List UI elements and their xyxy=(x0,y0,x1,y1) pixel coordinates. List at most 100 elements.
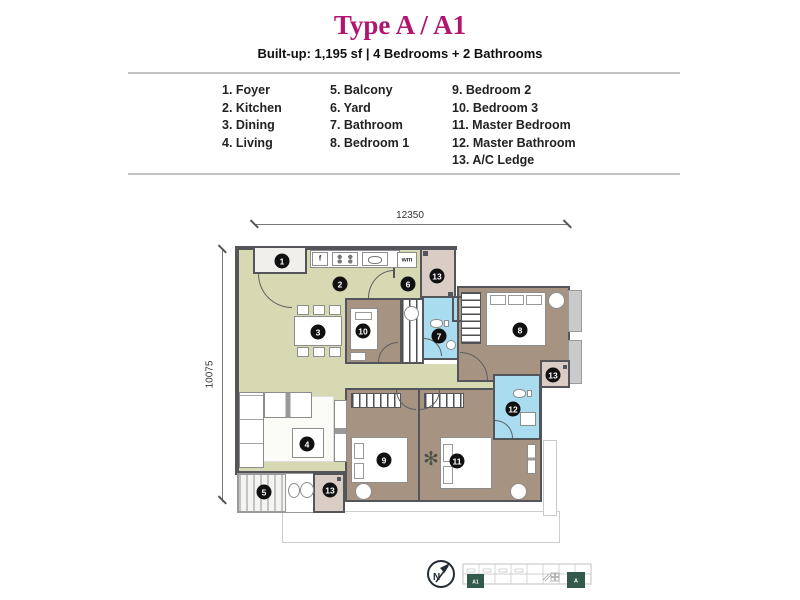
ac-unit-dot xyxy=(448,292,453,297)
pillow xyxy=(354,463,364,479)
north-label: N xyxy=(433,572,440,583)
dining-chair xyxy=(329,347,341,357)
built-up-subtitle: Built-up: 1,195 sf | 4 Bedrooms + 2 Bath… xyxy=(257,46,543,61)
pillow xyxy=(526,295,542,305)
keyplan-unit-a1: A1 xyxy=(467,574,484,588)
side-table-icon xyxy=(548,292,565,309)
pillow xyxy=(490,295,506,305)
legend-column-2: 5. Balcony 6. Yard 7. Bathroom 8. Bedroo… xyxy=(330,82,409,152)
bed-bedroom1 xyxy=(486,292,546,346)
room-marker-bedroom3: 10 xyxy=(355,323,371,339)
legend-item-master-bathroom: 12. Master Bathroom xyxy=(452,135,576,150)
keyplan-strip: A1 A xyxy=(462,563,592,588)
shower-icon xyxy=(520,412,536,426)
dining-chair xyxy=(297,305,309,315)
cabinet-bedroom3 xyxy=(350,352,366,361)
room-marker-yard: 6 xyxy=(400,276,416,292)
stove-icon xyxy=(332,252,358,266)
legend-item-yard: 6. Yard xyxy=(330,100,371,115)
dining-chair xyxy=(313,347,325,357)
keyplan-unit-a: A xyxy=(567,572,585,588)
pillow xyxy=(354,443,364,459)
plant-icon: ✻ xyxy=(423,449,439,470)
basin-icon xyxy=(446,340,456,350)
pillow xyxy=(443,466,453,484)
north-arrow-icon: N xyxy=(427,560,455,588)
sink-bowl xyxy=(368,255,382,264)
window-bay xyxy=(543,440,557,516)
room-marker-bathroom: 7 xyxy=(431,328,447,344)
pillow xyxy=(355,312,372,320)
room-marker-balcony: 5 xyxy=(256,484,272,500)
room-marker-bedroom2: 9 xyxy=(376,452,392,468)
legend-item-dining: 3. Dining xyxy=(222,118,275,132)
legend-column-3: 9. Bedroom 2 10. Bedroom 3 11. Master Be… xyxy=(452,82,576,170)
toilet-icon xyxy=(430,319,443,328)
room-marker-foyer: 1 xyxy=(274,253,290,269)
washer-label: wm xyxy=(401,256,413,264)
ac-unit-dot xyxy=(423,251,428,256)
legend-item-living: 4. Living xyxy=(222,135,273,150)
room-marker-master-bedroom: 11 xyxy=(449,453,465,469)
chair-icon xyxy=(355,483,372,500)
sink-icon xyxy=(362,252,388,266)
dining-chair xyxy=(313,305,325,315)
page-title: Type A / A1 xyxy=(333,10,467,40)
cistern xyxy=(444,320,449,327)
sofa-icon xyxy=(239,392,264,468)
legend-item-ac-ledge: 13. A/C Ledge xyxy=(452,153,535,167)
tv-console xyxy=(334,400,347,462)
room-marker-ac-ledge-right: 13 xyxy=(545,367,561,383)
room-marker-ac-ledge-top: 13 xyxy=(429,268,445,284)
dining-chair xyxy=(329,305,341,315)
room-marker-ac-ledge-bottom: 13 xyxy=(322,482,338,498)
pillow xyxy=(443,444,453,462)
legend-item-bathroom: 7. Bathroom xyxy=(330,118,403,132)
toilet-icon xyxy=(513,389,526,398)
sofa-chaise xyxy=(264,392,312,418)
legend-item-bedroom1: 8. Bedroom 1 xyxy=(330,135,410,150)
washing-machine-icon: wm xyxy=(397,252,417,268)
ac-compressor-icon xyxy=(300,482,314,498)
keyplan-graphic: N A1 xyxy=(427,560,592,588)
wall-left xyxy=(235,246,239,475)
dimension-width-label: 12350 xyxy=(396,210,424,221)
unit-a-label: A xyxy=(574,579,578,585)
basin-icon xyxy=(404,306,419,321)
bedroom2-wardrobe xyxy=(351,393,401,408)
dimension-height-label: 10075 xyxy=(204,360,216,389)
ac-unit-dot xyxy=(563,365,567,369)
legend-item-master-bedroom: 11. Master Bedroom xyxy=(452,118,571,132)
legend-column-1: 1. Foyer 2. Kitchen 3. Dining 4. Living xyxy=(222,82,282,152)
legend-item-bedroom3: 10. Bedroom 3 xyxy=(452,100,539,115)
room-marker-living: 4 xyxy=(299,436,315,452)
terrace-outline xyxy=(282,511,560,543)
room-marker-dining: 3 xyxy=(310,324,326,340)
bed-master xyxy=(440,437,492,489)
bedroom1-wardrobe xyxy=(461,292,481,344)
tv-console-master xyxy=(527,444,536,474)
divider-bottom xyxy=(128,173,680,175)
legend-item-foyer: 1. Foyer xyxy=(222,83,270,97)
room-marker-master-bathroom: 12 xyxy=(505,401,521,417)
fridge-label: f xyxy=(318,255,322,263)
room-marker-bedroom1: 8 xyxy=(512,322,528,338)
exterior-ledge xyxy=(568,290,582,332)
legend-item-bedroom2: 9. Bedroom 2 xyxy=(452,83,532,97)
wall-top xyxy=(237,246,457,250)
pillow xyxy=(508,295,524,305)
dimension-line-left xyxy=(222,250,223,502)
divider-top xyxy=(128,72,680,74)
legend-item-balcony: 5. Balcony xyxy=(330,83,393,97)
dining-chair xyxy=(297,347,309,357)
exterior-ledge xyxy=(568,340,582,384)
unit-a1-label: A1 xyxy=(472,580,479,586)
cistern xyxy=(527,390,532,397)
legend-item-kitchen: 2. Kitchen xyxy=(222,100,282,115)
fridge-icon: f xyxy=(312,252,328,266)
dimension-line-top xyxy=(255,224,568,225)
chair-icon xyxy=(510,483,527,500)
room-marker-kitchen: 2 xyxy=(332,276,348,292)
ac-compressor-icon xyxy=(288,483,300,498)
